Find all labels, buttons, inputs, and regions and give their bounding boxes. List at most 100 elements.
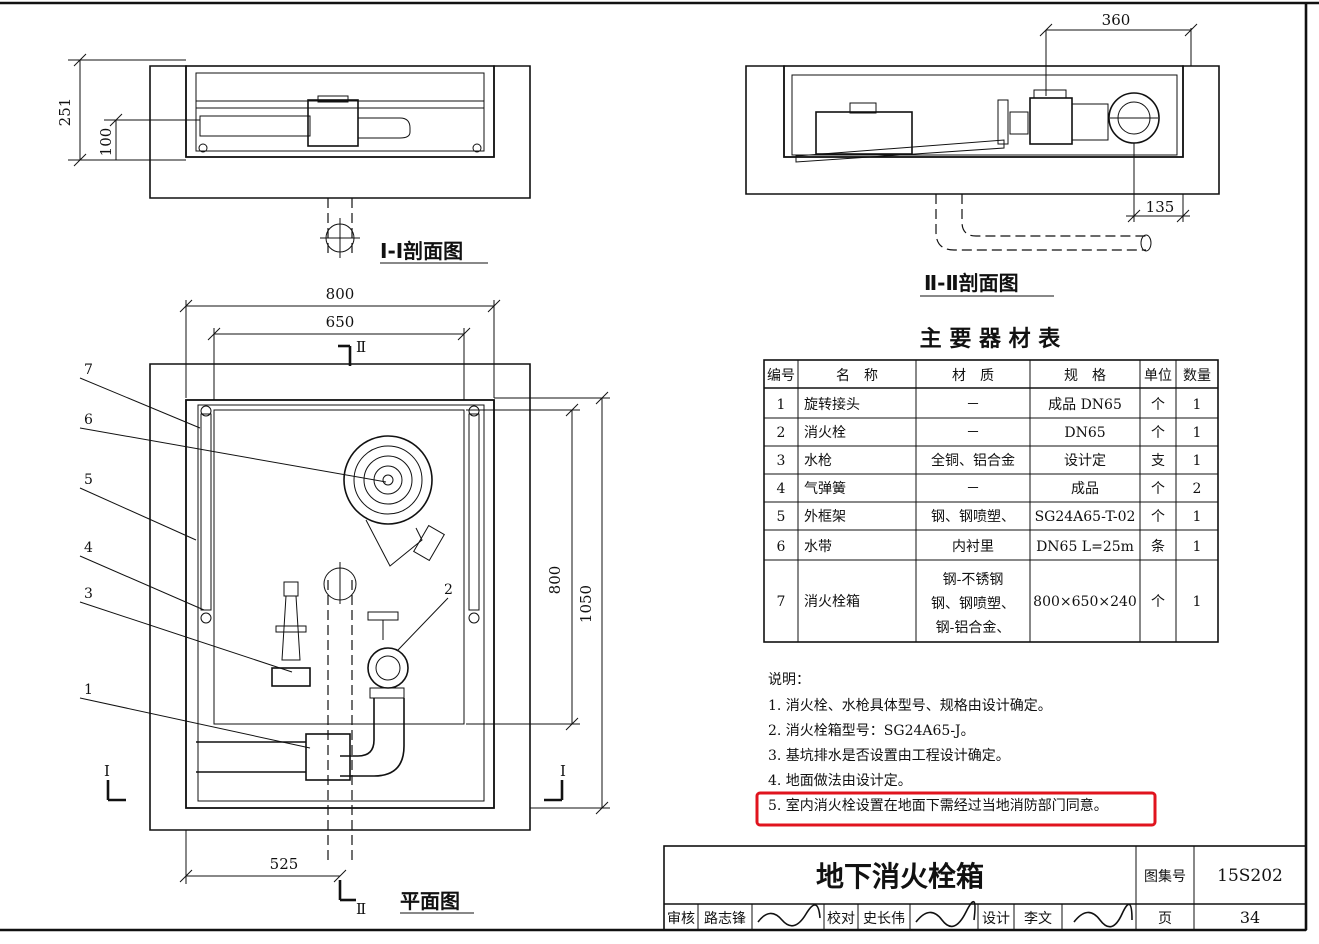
section-I-I: 251 100 I-I剖面图: [56, 53, 531, 264]
dim-525: 525: [270, 855, 299, 873]
row7-material-1: 钢-不锈钢: [943, 572, 1004, 588]
title-block: 地下消火栓箱 图集号 15S202 审核 路志锋 校对 史长伟 设计 李文 页 …: [663, 845, 1307, 931]
table-cell-r3-c5: 支: [1151, 453, 1165, 469]
nozzle: [283, 581, 299, 597]
table-cell-r2-c5: 个: [1151, 425, 1165, 441]
callout-6: 6: [84, 412, 93, 428]
table-cell-r1-c2: 旋转接头: [804, 396, 860, 413]
cut-II-top: Ⅱ: [356, 338, 366, 356]
table-header-5: 数量: [1183, 368, 1211, 384]
dim-360: 360: [1102, 11, 1131, 29]
notes-heading: 说明：: [768, 672, 810, 688]
note-4: 4. 地面做法由设计定。: [768, 773, 912, 789]
note-3: 3. 基坑排水是否设置由工程设计确定。: [768, 747, 1010, 764]
table-cell-r5-c3: 钢、钢喷塑、: [931, 509, 1015, 525]
table-cell-r4-c2: 气弹簧: [804, 481, 846, 497]
hose-coil: [343, 435, 433, 525]
table-cell-r4-c6: 2: [1193, 481, 1202, 497]
checker-name: 史长伟: [863, 911, 905, 927]
section2-valve: [1029, 97, 1073, 145]
callout-3: 3: [84, 586, 93, 602]
section1-concrete: [149, 65, 531, 199]
table-cell-r6-c3: 内衬里: [952, 539, 994, 555]
note-2: 2. 消火栓箱型号：SG24A65-J。: [768, 723, 975, 739]
dim-800-width: 800: [326, 285, 355, 303]
table-cell-r2-c2: 消火栓: [804, 425, 846, 441]
table-cell-r3-c2: 水枪: [804, 452, 832, 469]
reviewer-name: 路志锋: [704, 911, 746, 927]
table-cell-r1-c4: 成品 DN65: [1048, 397, 1122, 413]
table-cell-r6-c5: 条: [1151, 538, 1165, 555]
notes: 说明： 1. 消火栓、水枪具体型号、规格由设计确定。 2. 消火栓箱型号：SG2…: [755, 672, 1157, 827]
dim-650: 650: [326, 313, 355, 331]
table-title: 主 要 器 材 表: [920, 326, 1062, 352]
gas-spring-right: [468, 413, 480, 611]
review-label: 审核: [667, 911, 695, 927]
section2-concrete: [745, 65, 1220, 195]
table-cell-r5-c2: 外框架: [804, 509, 846, 525]
row7-material-2: 钢、钢喷塑、: [931, 596, 1015, 612]
table-cell-r7-c1: 7: [777, 594, 786, 610]
note-5-highlight: [755, 791, 1157, 827]
callout-2: 2: [444, 582, 453, 598]
table-cell-r3-c3: 全铜、铝合金: [931, 452, 1015, 469]
table-cell-r5-c4: SG24A65-T-02: [1035, 509, 1136, 525]
dim-251: 251: [56, 98, 74, 127]
table-cell-r3-c1: 3: [777, 453, 786, 469]
table-cell-r4-c1: 4: [777, 481, 786, 497]
table-header-0: 编号: [767, 368, 795, 384]
table-cell-r1-c6: 1: [1193, 397, 1202, 413]
callout-5: 5: [84, 472, 93, 488]
drawing-title: 地下消火栓箱: [816, 860, 984, 893]
section2-hose-reel: [815, 111, 913, 155]
table-cell-r1-c5: 个: [1151, 397, 1165, 413]
table-cell-r3-c4: 设计定: [1064, 453, 1106, 469]
table-cell-r5-c6: 1: [1193, 509, 1202, 525]
dim-1050: 1050: [577, 585, 595, 623]
table-cell-r7-c4: 800×650×240: [1033, 594, 1137, 610]
table-cell-r7-c5: 个: [1151, 594, 1165, 610]
swivel-joint: [305, 733, 351, 781]
dim-100: 100: [97, 128, 115, 157]
hydrant-handwheel: [367, 611, 399, 621]
page-number: 34: [1240, 908, 1260, 927]
note-1: 1. 消火栓、水枪具体型号、规格由设计确定。: [768, 697, 1052, 714]
table-cell-r2-c3: －: [966, 425, 980, 441]
callout-4: 4: [84, 540, 93, 556]
callout-7: 7: [84, 362, 93, 378]
table-cell-r5-c5: 个: [1151, 509, 1165, 525]
gas-spring-left: [200, 413, 212, 611]
table-cell-r2-c1: 2: [777, 425, 786, 441]
page-label: 页: [1158, 911, 1172, 927]
design-label: 设计: [982, 911, 1010, 927]
section1-title: I-I剖面图: [380, 239, 463, 263]
cut-I-left: I: [104, 762, 110, 780]
plan-view: I I Ⅱ Ⅱ 800 650 800 1050: [79, 285, 610, 918]
hydrant: [367, 647, 409, 689]
section2-title: Ⅱ-Ⅱ剖面图: [924, 271, 1019, 295]
table-cell-r2-c6: 1: [1193, 425, 1202, 441]
check-label: 校对: [827, 910, 855, 927]
table-cell-r4-c3: －: [966, 481, 980, 497]
section-II-II: 360 135 Ⅱ-Ⅱ剖面图: [745, 11, 1220, 297]
table-cell-r4-c4: 成品: [1071, 481, 1099, 497]
reviewer-signature: [757, 904, 821, 927]
table-cell-r6-c2: 水带: [804, 539, 832, 555]
table-cell-r1-c3: －: [966, 397, 980, 413]
table-cell-r7-c6: 1: [1193, 594, 1202, 610]
table-header-4: 单位: [1144, 368, 1172, 384]
atlas-number: 15S202: [1217, 866, 1283, 886]
dim-800-height: 800: [546, 566, 564, 595]
cut-II-bottom: Ⅱ: [356, 900, 366, 918]
table-cell-r6-c4: DN65 L=25m: [1036, 539, 1134, 555]
table-cell-r4-c5: 个: [1151, 481, 1165, 497]
section1-valve: [307, 99, 359, 147]
dim-135: 135: [1146, 198, 1175, 216]
designer-name: 李文: [1024, 911, 1052, 927]
table-header-2: 材 质: [952, 368, 994, 384]
atlas-label: 图集号: [1144, 868, 1186, 885]
plan-inner-frame: [213, 409, 465, 725]
note-5: 5. 室内消火栓设置在地面下需经过当地消防部门同意。: [768, 797, 1108, 814]
